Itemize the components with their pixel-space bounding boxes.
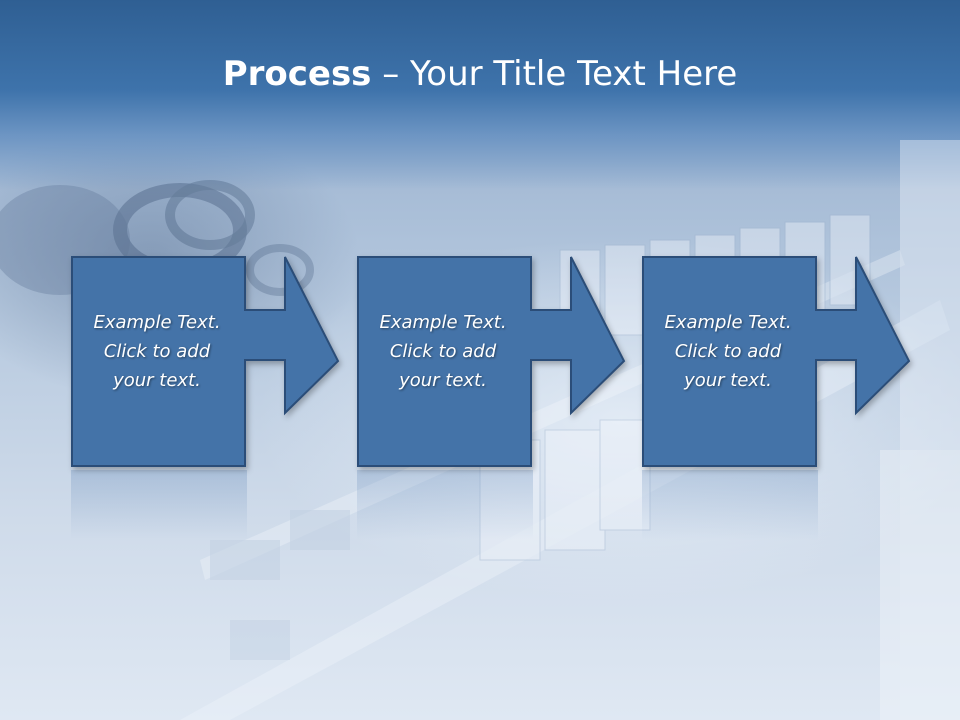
step-text-line: Example Text. (379, 312, 507, 333)
process-step-1[interactable]: Example Text. Click to add your text. (71, 256, 343, 468)
title-bold: Process (222, 54, 372, 94)
step-text-line: your text. (684, 370, 772, 391)
step-text: Example Text. Click to add your text. (71, 308, 243, 395)
reflection (71, 470, 247, 540)
process-step-2[interactable]: Example Text. Click to add your text. (357, 256, 629, 468)
arrow-shape (357, 256, 626, 467)
reflection (357, 470, 533, 540)
step-text-line: Example Text. (664, 312, 792, 333)
slide-title[interactable]: Process – Your Title Text Here (0, 48, 960, 100)
step-text-line: your text. (399, 370, 487, 391)
process-step-3[interactable]: Example Text. Click to add your text. (642, 256, 914, 468)
step-text-line: Click to add (674, 341, 782, 362)
title-rest: – Your Title Text Here (371, 54, 738, 94)
step-text-line: Click to add (389, 341, 497, 362)
step-text-line: Example Text. (93, 312, 221, 333)
arrow-shape (71, 256, 340, 467)
step-text-line: Click to add (103, 341, 211, 362)
step-text: Example Text. Click to add your text. (642, 308, 814, 395)
reflection (642, 470, 818, 540)
arrow-shape (642, 256, 911, 467)
step-text: Example Text. Click to add your text. (357, 308, 529, 395)
step-text-line: your text. (113, 370, 201, 391)
